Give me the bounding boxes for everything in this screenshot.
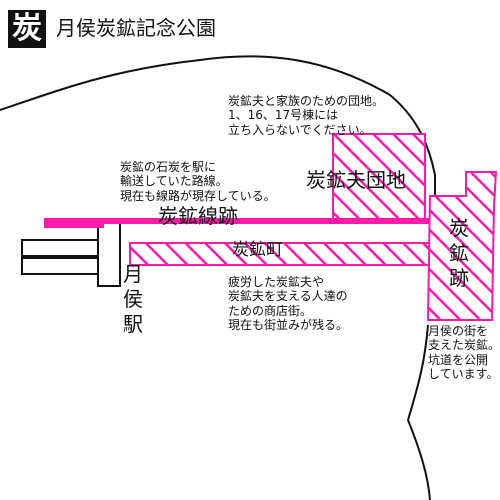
- mine-ruins-area: [426, 171, 498, 321]
- town-note: 疲労した炭鉱夫や 炭鉱夫を支える人達の ための商店街。 現在も街並みが残る。: [228, 275, 349, 333]
- station-platform: [21, 219, 121, 287]
- town-label: 炭鉱町: [232, 240, 283, 260]
- housing-label: 炭鉱夫団地: [306, 168, 406, 192]
- railway-track-end: [44, 218, 104, 228]
- former-railway-line: [44, 218, 434, 224]
- miners-housing-area: [332, 133, 426, 220]
- page-title: 月侯炭鉱記念公園: [56, 16, 216, 40]
- park-boundary: [0, 55, 436, 200]
- park-boundary-lower: [406, 324, 431, 500]
- mine-ruins-label: 炭 鉱 跡: [449, 216, 469, 290]
- housing-note: 炭鉱夫と家族のための団地。 1、16、17号棟には 立ち入らないでください。: [228, 94, 385, 137]
- station-label: 月 侯 駅: [123, 262, 143, 336]
- mine-note: 月侯の街を 支えた炭鉱。 坑道を公開 しています。: [428, 324, 500, 382]
- railway-label: 炭鉱線跡: [158, 204, 238, 228]
- railway-note: 炭鉱の石炭を駅に 輸送していた路線。 現在も線路が現存している。: [120, 160, 276, 203]
- title-badge-icon: 炭: [8, 10, 46, 48]
